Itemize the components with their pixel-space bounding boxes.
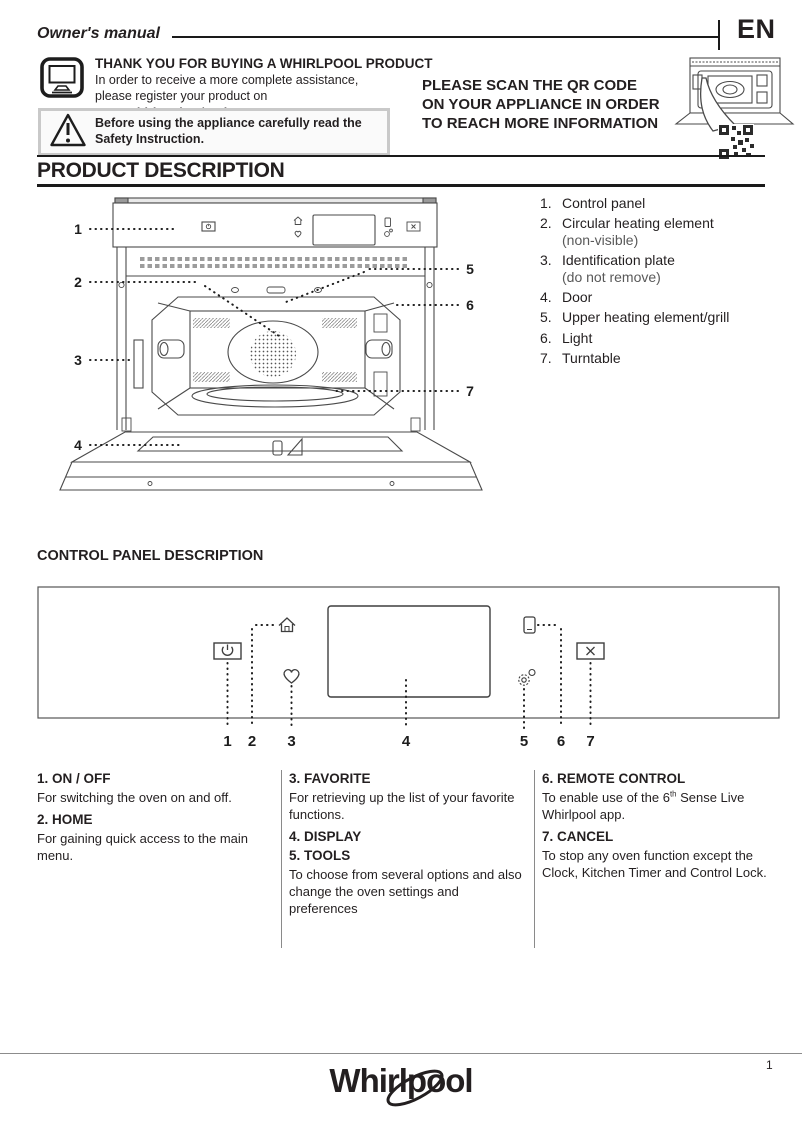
language-code: EN [737, 14, 776, 44]
waveguide-cover [227, 320, 319, 384]
smartphone-icon [523, 616, 536, 634]
footer-rule [0, 1053, 802, 1054]
item-number: 7. [540, 349, 552, 366]
list-item: 1. Control panel [540, 195, 790, 212]
column-divider [281, 770, 282, 948]
callout-4: 4 [74, 437, 82, 453]
computer-monitor-icon [40, 57, 84, 98]
list-item: 2. Circular heating element (non-visible… [540, 215, 790, 249]
whirlpool-logo: Whirlpool [329, 1062, 473, 1099]
mini-power-button [201, 221, 216, 232]
list-item: 4. Door [540, 289, 790, 306]
item-label: Circular heating element (non-visible) [562, 215, 714, 249]
item-label: Control panel [562, 195, 646, 211]
mini-home-icon [293, 216, 303, 225]
qr-notice: PLEASE SCAN THE QR CODE ON YOUR APPLIANC… [422, 77, 660, 133]
callout-7: 7 [466, 383, 474, 399]
item-number: 6. [540, 329, 552, 346]
home-icon [278, 617, 296, 633]
function-body: For gaining quick access to the main men… [37, 830, 248, 863]
oven-diagram: 1 2 3 4 5 6 7 [59, 197, 483, 491]
item-number: 4. [540, 289, 552, 306]
function-body: To enable use of the 6th Sense Live Whir… [542, 789, 745, 822]
column-favorite-display-tools: 3. FAVORITE For retrieving up the list o… [289, 770, 527, 922]
column-remote-cancel: 6. REMOTE CONTROL To enable use of the 6… [542, 770, 768, 886]
panel-callout-3: 3 [287, 733, 295, 750]
panel-callout-5: 5 [520, 733, 528, 750]
function-body: To stop any oven function except the Clo… [542, 847, 767, 881]
function-heading: 7. CANCEL [542, 829, 614, 845]
page-number: 1 [766, 1058, 773, 1072]
header-rule [172, 36, 718, 38]
item-number: 3. [540, 252, 552, 269]
function-heading: 1. ON / OFF [37, 771, 111, 786]
function-body: To choose from several options and also … [289, 866, 522, 917]
safety-warning-box [38, 108, 390, 156]
callout-3: 3 [74, 352, 82, 368]
function-heading: 6. REMOTE CONTROL [542, 771, 686, 786]
cancel-button [576, 642, 605, 660]
whirlpool-logo-swoosh [386, 1069, 444, 1107]
panel-callout-6: 6 [557, 733, 565, 750]
mini-heart-icon [294, 230, 302, 238]
item-label: Light [562, 329, 593, 346]
column-divider [534, 770, 535, 948]
identification-plate [133, 339, 144, 389]
display-screen [327, 605, 491, 698]
function-heading: 3. FAVORITE [289, 771, 371, 786]
mini-gears-icon [384, 228, 393, 237]
function-heading: 4. DISPLAY [289, 829, 362, 845]
item-note: (do not remove) [562, 269, 661, 286]
function-body: For retrieving up the list of your favor… [289, 789, 515, 822]
column-on-off-home: 1. ON / OFF For switching the oven on an… [37, 770, 277, 869]
section-rule-bottom [37, 184, 765, 187]
qr-appliance-illustration [674, 57, 795, 160]
list-item: 7. Turntable [540, 350, 790, 367]
callout-5: 5 [466, 261, 474, 277]
list-item: 6. Light [540, 330, 790, 347]
mini-cancel-button [406, 221, 421, 232]
callout-2: 2 [74, 274, 82, 290]
item-label: Upper heating element/grill [562, 309, 730, 326]
function-heading: 2. HOME [37, 811, 93, 827]
item-number: 2. [540, 215, 552, 232]
item-label: Turntable [562, 349, 621, 366]
panel-callout-2: 2 [248, 733, 256, 750]
header-divider [718, 20, 720, 50]
item-number: 5. [540, 309, 552, 326]
list-item: 3. Identification plate (do not remove) [540, 252, 790, 286]
warning-triangle-icon [50, 113, 86, 147]
heart-icon [283, 669, 300, 684]
turntable [191, 384, 359, 408]
panel-callout-1: 1 [223, 733, 231, 750]
list-item: 5. Upper heating element/grill [540, 309, 790, 326]
document-title: Owner's manual [37, 25, 160, 42]
control-panel-diagram: 1 2 3 4 5 6 7 [37, 586, 780, 750]
callout-1: 1 [74, 221, 82, 237]
product-description-title: PRODUCT DESCRIPTION [37, 159, 285, 182]
item-note: (non-visible) [562, 232, 639, 249]
superscript-th: th [669, 789, 677, 799]
safety-notice: Before using the appliance carefully rea… [95, 116, 362, 147]
mini-smartphone-icon [384, 217, 391, 227]
item-label: Identification plate (do not remove) [562, 252, 675, 286]
item-label: Door [562, 289, 593, 306]
item-number: 1. [540, 195, 552, 211]
panel-callout-7: 7 [586, 733, 594, 750]
gears-icon [518, 668, 536, 686]
section-rule-top [37, 155, 765, 157]
panel-callout-4: 4 [402, 733, 411, 750]
control-panel-title: CONTROL PANEL DESCRIPTION [37, 548, 264, 564]
function-body: For switching the oven on and off. [37, 789, 232, 805]
power-button [213, 642, 242, 660]
mini-display [312, 214, 376, 246]
register-text-body: In order to receive a more complete assi… [95, 73, 359, 104]
product-parts-list: 1. Control panel 2. Circular heating ele… [540, 195, 790, 370]
function-heading: 5. TOOLS [289, 847, 351, 863]
callout-6: 6 [466, 297, 474, 313]
thanks-title: THANK YOU FOR BUYING A WHIRLPOOL PRODUCT [95, 56, 433, 71]
